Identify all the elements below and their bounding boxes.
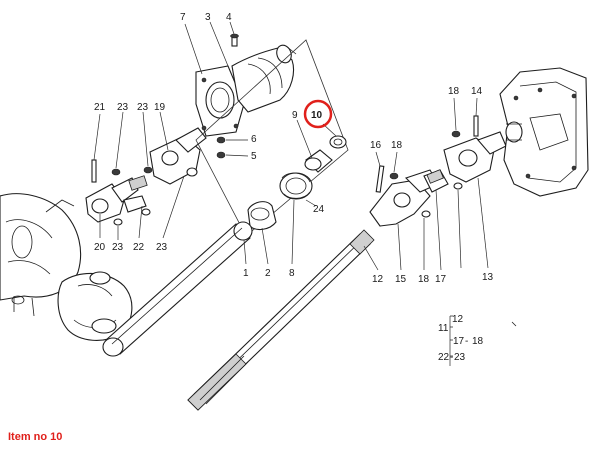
label-20: 20 <box>94 242 106 253</box>
left-housing <box>0 193 133 341</box>
label-5: 5 <box>251 151 257 162</box>
label-7: 7 <box>180 12 186 23</box>
label-21: 21 <box>94 102 106 113</box>
callout-labels: 7 3 4 21 23 23 19 9 10 6 5 16 18 18 14 2… <box>94 12 494 285</box>
outer-tube-1 <box>102 221 253 357</box>
label-17: 17 <box>435 274 447 285</box>
label-23-b: 23 <box>137 102 149 113</box>
scan-mark <box>511 321 517 327</box>
label-4: 4 <box>226 12 232 23</box>
label-23-a: 23 <box>117 102 129 113</box>
bearing-24 <box>279 172 313 200</box>
right-gearbox <box>499 67 589 197</box>
splined-shaft-12 <box>187 229 375 411</box>
label-18-a: 18 <box>391 140 403 151</box>
yoke-19 <box>149 127 207 185</box>
label-14: 14 <box>471 86 483 97</box>
shield-2 <box>247 201 277 231</box>
label-16: 16 <box>370 140 382 151</box>
left-universal-joint <box>85 159 153 226</box>
cross-17 <box>423 169 449 193</box>
leader-lines <box>93 21 489 271</box>
label-9: 9 <box>292 110 298 121</box>
label-2: 2 <box>265 268 271 279</box>
gear-housing <box>195 33 297 137</box>
label-6: 6 <box>251 134 257 145</box>
label-10: 10 <box>311 110 323 121</box>
label-3: 3 <box>205 12 211 23</box>
label-23-d: 23 <box>156 242 168 253</box>
legend-18: 18 <box>472 336 484 347</box>
spacers-9-10 <box>304 135 347 173</box>
label-18-c: 18 <box>418 274 430 285</box>
label-15: 15 <box>395 274 407 285</box>
legend-23: 23 <box>454 352 466 363</box>
assembly-frame <box>195 39 349 237</box>
item-caption: Item no 10 <box>8 431 63 443</box>
legend-12: 12 <box>452 314 464 325</box>
legend-11: 11 <box>438 323 449 334</box>
highlight-circle-10 <box>303 99 333 129</box>
label-18-b: 18 <box>448 86 460 97</box>
legend-dash-2: - <box>450 352 453 363</box>
label-23-c: 23 <box>112 242 124 253</box>
legend-22: 22 <box>438 352 450 363</box>
legend-dash-1: - <box>465 336 468 347</box>
label-1: 1 <box>243 268 249 279</box>
right-yoke-13 <box>443 115 507 190</box>
label-12: 12 <box>372 274 384 285</box>
bolts-5-6 <box>216 136 249 159</box>
kit-legend: 11 12 17 18 22 23 - - <box>438 314 484 366</box>
label-13: 13 <box>482 272 494 283</box>
label-24: 24 <box>313 204 325 215</box>
label-22: 22 <box>133 242 145 253</box>
label-19: 19 <box>154 102 166 113</box>
legend-17: 17 <box>453 336 465 347</box>
label-8: 8 <box>289 268 295 279</box>
